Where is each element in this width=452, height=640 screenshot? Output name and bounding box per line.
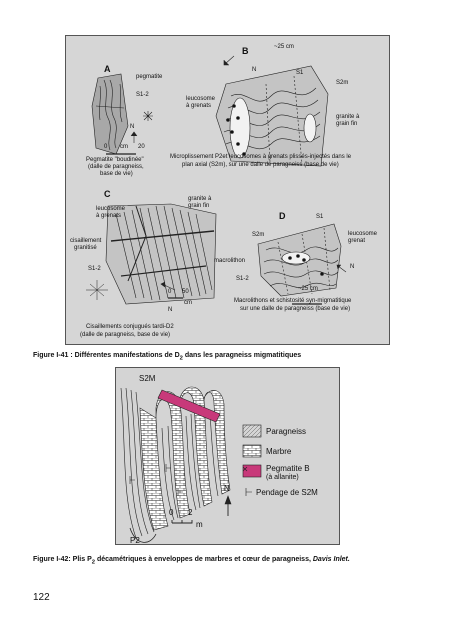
panel-d-s12: S1-2 [236, 276, 249, 282]
panel-d-s2m: S2m [252, 232, 265, 238]
panel-d-caption-2: sur une dalle de paragneiss (base de vie… [240, 306, 351, 312]
legend-marbre-label: Marbre [266, 447, 292, 456]
panel-d-sketch [257, 223, 347, 305]
figure-42-panel: S2M P2 0 2 m N Paragneiss Marbre Pegmati… [115, 367, 340, 545]
panel-a-scale-unit: cm [120, 144, 128, 150]
figure-41-panel: A B C D pegmatite S1-2 N 0 cm 20 Pegmati… [65, 35, 390, 345]
scale-two: 2 [188, 508, 193, 517]
panel-a-scale-20: 20 [138, 144, 145, 150]
panel-d-macrolithon: macrolithon [214, 258, 246, 264]
panel-a-caption-1: Pegmatite "boudinée" [86, 157, 144, 163]
panel-d-scale: ~25 cm [298, 286, 318, 292]
legend-pendage-symbol [245, 488, 252, 496]
panel-a-s12-label: S1-2 [136, 92, 149, 98]
panel-c-s12: S1-2 [88, 266, 101, 272]
figure-42-caption-sub: 2 [91, 559, 95, 566]
fold-structure [120, 386, 232, 543]
figure-41-caption-suffix: dans les paragneiss migmatitiques [182, 352, 302, 359]
panel-c-leucosome-2: à grenats [96, 213, 122, 219]
panel-a-sketch [91, 73, 153, 155]
legend-paragneiss-label: Paragneiss [266, 427, 307, 436]
panel-label-b: B [242, 46, 249, 56]
panel-c-granite-2: grain fin [188, 203, 210, 209]
panel-d-caption-1: Macrolithons et schistosité syn-migmatit… [234, 298, 352, 304]
panel-label-a: A [104, 64, 111, 74]
panel-a-north-label: N [130, 124, 135, 130]
panel-d-s1: S1 [316, 214, 324, 220]
legend-paragneiss-swatch [242, 424, 262, 438]
page-number: 122 [33, 592, 50, 603]
panel-c-scale-unit: cm [184, 300, 192, 306]
panel-c-granite-1: granite à [188, 196, 212, 202]
legend-swatches [242, 424, 262, 496]
panel-label-c: C [104, 189, 111, 199]
figure-42-caption: Figure I-42: Plis P2 décamétriques à env… [33, 556, 350, 565]
panel-b-scale: ~25 cm [274, 44, 294, 50]
north-label: N [224, 484, 230, 493]
panel-c-scale-zero: 0 [168, 289, 172, 295]
legend-pegmatite-swatch [242, 464, 262, 478]
panel-a-caption-3: base de vie) [100, 171, 133, 177]
panel-b-s2m: S2m [336, 80, 349, 86]
panel-b-leucosome-1: leucosome [186, 96, 216, 102]
panel-c-leucosome-1: leucosome [96, 206, 126, 212]
panel-c-caption-1: Cisaillements conjugués tardi-D2 [86, 324, 174, 330]
panel-a-pegmatite-label: pegmatite [136, 74, 163, 80]
panel-b-leucosome-2: à grenats [186, 103, 212, 109]
panel-label-d: D [279, 211, 286, 221]
scale-zero: 0 [169, 508, 174, 517]
panel-b-caption-2: plan axial (S2m), sur une dalle de parag… [182, 162, 339, 168]
legend-pendage-label: Pendage de S2M [256, 488, 318, 497]
panel-b-north: N [252, 67, 257, 73]
figure-42-caption-place: Davis Inlet. [312, 556, 350, 563]
figure-41-drawing [86, 55, 347, 305]
panel-b-sketch [215, 55, 329, 167]
panel-d-leucosome-1: leucosome [348, 231, 378, 237]
panel-c-north: N [168, 307, 173, 313]
panel-b-granite-2: grain fin [336, 121, 358, 127]
panel-c-cisaillement-1: cisaillement [70, 238, 102, 244]
figure-41-caption-sub: 2 [179, 355, 183, 362]
legend-marbre-swatch [242, 444, 262, 458]
panel-a-caption-2: (dalle de paragneiss, [88, 164, 144, 170]
p2-label: P2 [130, 536, 140, 545]
figure-42-caption-middle: décamétriques à enveloppes de marbres et… [95, 556, 313, 563]
s2m-label: S2M [139, 374, 156, 383]
legend-pegmatite-note: (à allanite) [266, 474, 299, 481]
panel-c-cisaillement-2: granitisé [74, 245, 97, 251]
figure-41-caption: Figure I-41 : Différentes manifestations… [33, 352, 301, 361]
panel-b-granite-1: granite à [336, 114, 360, 120]
panel-b-caption-1: Microplissement P2et leucosomes à grenat… [170, 154, 352, 160]
scale-unit: m [196, 520, 203, 529]
panel-d-north: N [350, 264, 355, 270]
panel-c-scale-50: 50 [182, 289, 189, 295]
legend-pegmatite-label: Pegmatite B [266, 464, 310, 473]
figure-42-caption-prefix: Figure I-42: Plis P [33, 556, 92, 563]
figure-41-caption-prefix: Figure I-41 : Différentes manifestations… [33, 352, 180, 359]
panel-b-s1: S1 [296, 70, 304, 76]
panel-c-caption-2: (dalle de paragneiss, base de vie) [80, 332, 171, 338]
panel-c-sketch [86, 203, 217, 305]
panel-d-leucosome-2: grenat [348, 238, 366, 244]
panel-a-scale-zero: 0 [104, 144, 108, 150]
figure-42-drawing [120, 386, 262, 543]
